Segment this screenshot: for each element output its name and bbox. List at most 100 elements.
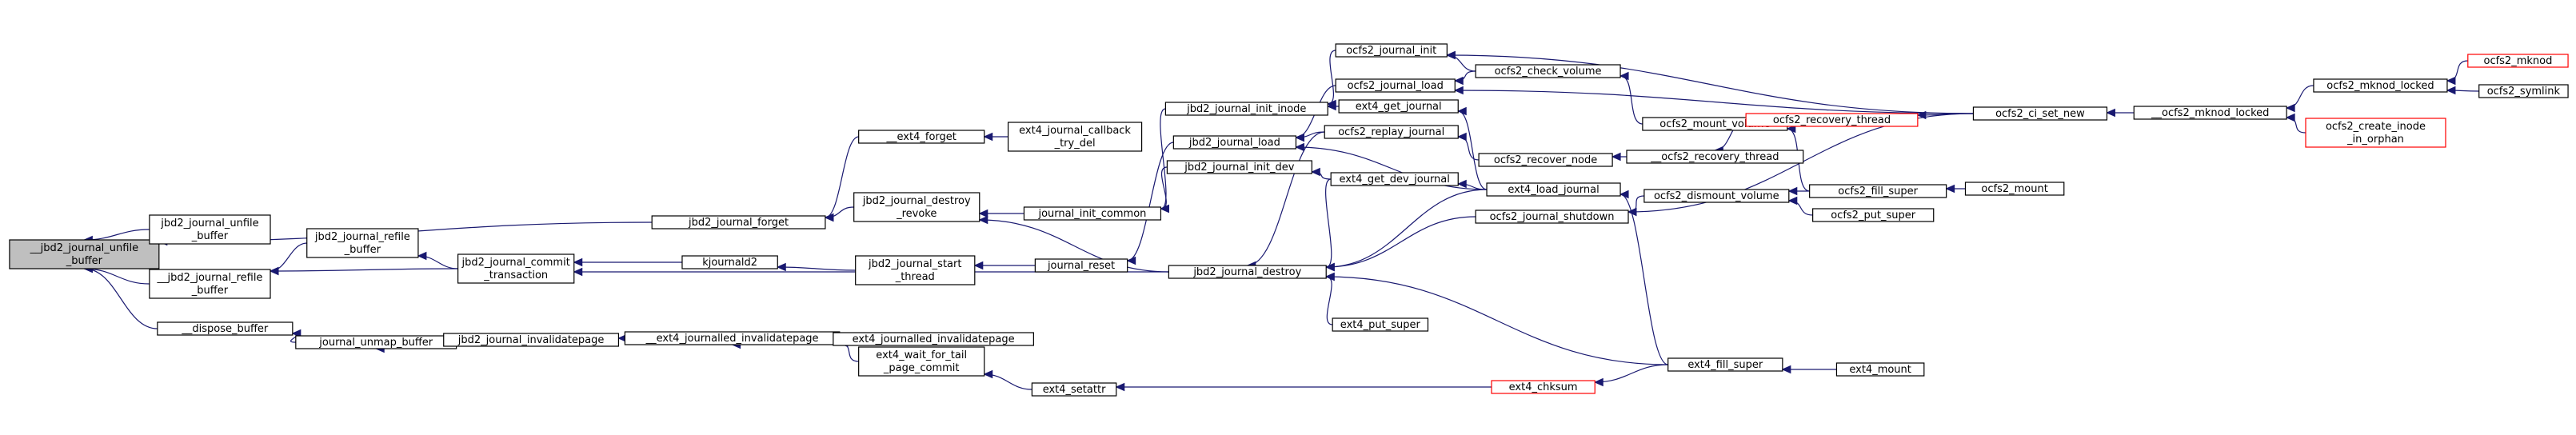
edge-commit-to-jrefile (417, 251, 458, 269)
node-dismount[interactable]: ocfs2_dismount_volume (1643, 189, 1790, 203)
node-check-vol[interactable]: ocfs2_check_volume (1475, 64, 1621, 78)
node-box (1491, 380, 1596, 394)
node-label: ocfs2_symlink (2487, 86, 2561, 98)
node-label: kjournald2 (702, 257, 757, 269)
node-ext4-jinval[interactable]: __ext4_journalled_invalidatepage (624, 331, 841, 345)
node-ext4-jinval2[interactable]: ext4_journalled_invalidatepage (833, 332, 1034, 346)
node-jrefile[interactable]: jbd2_journal_refile_buffer (306, 228, 419, 258)
call-nodes: __jbd2_journal_unfile_bufferjbd2_journal… (9, 43, 2569, 397)
node-label: ocfs2_mknod (2483, 55, 2552, 67)
node-jinit-common[interactable]: journal_init_common (1023, 206, 1162, 221)
node-box (1166, 160, 1312, 174)
edge-setattr-to-wait_tail (983, 369, 1032, 390)
node-replay[interactable]: ocfs2_replay_journal (1324, 125, 1459, 139)
edge-ocfs_jinit-to-init_inode (1326, 50, 1336, 109)
node-jload[interactable]: jbd2_journal_load (1172, 135, 1297, 150)
node-ocfs-jinit[interactable]: ocfs2_journal_init (1335, 43, 1448, 58)
node-chksum[interactable]: ext4_chksum (1491, 380, 1596, 394)
edge-check_vol-to-ocfs_jload (1454, 70, 1476, 86)
node-label: ext4_fill_super (1687, 359, 1763, 371)
node-ocfs-putsuper[interactable]: ocfs2_put_super (1812, 208, 1935, 222)
edge-dispose-to-unfile (83, 264, 158, 329)
node-mknod-locked-inner[interactable]: __ocfs2_mknod_locked (2133, 106, 2287, 120)
node-box (853, 192, 980, 222)
node-label: ext4_get_journal (1356, 101, 1442, 113)
node-ci-set-new[interactable]: ocfs2_ci_set_new (1972, 106, 2108, 121)
edge-ci_set_new-to-recov_thread (1916, 110, 1974, 120)
node-init-inode[interactable]: jbd2_journal_init_inode (1164, 102, 1328, 116)
node-ocfs-jload[interactable]: ocfs2_journal_load (1335, 78, 1456, 93)
node-getdev[interactable]: ext4_get_dev_journal (1330, 172, 1459, 186)
node-invalidatepage[interactable]: jbd2_journal_invalidatepage (443, 333, 620, 347)
node-fill-super[interactable]: ocfs2_fill_super (1809, 184, 1947, 198)
node-commit[interactable]: jbd2_journal_commit_transaction (457, 253, 575, 284)
node-box (2313, 78, 2448, 93)
node-ocfs-jshut[interactable]: ocfs2_journal_shutdown (1475, 210, 1629, 224)
node-mknod-locked[interactable]: ocfs2_mknod_locked (2313, 78, 2448, 93)
node-symlink[interactable]: ocfs2_symlink (2478, 84, 2569, 98)
node-label: _try_del (1054, 138, 1096, 150)
node-jforget[interactable]: jbd2_journal_forget (651, 215, 826, 229)
node-label: __ocfs2_mknod_locked (2151, 107, 2269, 119)
edge-ci_set_new-to-ocfs_jload (1454, 86, 1974, 114)
node-label: jbd2_journal_commit (461, 257, 570, 269)
node-ext4-loadj[interactable]: ext4_load_journal (1486, 182, 1621, 197)
node-ext4-getj[interactable]: ext4_get_journal (1338, 99, 1459, 114)
node-mknod[interactable]: ocfs2_mknod (2467, 54, 2569, 68)
node-dispose[interactable]: __dispose_buffer (157, 321, 294, 336)
node-box (1338, 99, 1459, 114)
edge-mount_vol-to-check_vol (1619, 71, 1643, 125)
node-label: ext4_setattr (1043, 384, 1106, 396)
node-recov-thread[interactable]: ocfs2_recovery_thread (1745, 113, 1919, 127)
node-ext4-mount[interactable]: ext4_mount (1835, 362, 1925, 377)
node-label: _buffer (191, 285, 229, 297)
node-label: __jbd2_journal_refile (156, 272, 262, 284)
node-box (858, 130, 985, 144)
node-label: __dispose_buffer (181, 323, 269, 335)
node-label: ocfs2_recovery_thread (1773, 114, 1891, 126)
node-box (1007, 122, 1143, 152)
node-label: ocfs2_journal_init (1346, 45, 1436, 57)
node-cb-trydel[interactable]: ext4_journal_callback_try_del (1007, 122, 1143, 152)
node-putsuper[interactable]: ext4_put_super (1332, 317, 1429, 332)
node-box (651, 215, 826, 229)
node-box (2467, 54, 2569, 68)
node-ext4forget[interactable]: __ext4_forget (858, 130, 985, 144)
edge-getdev-to-destroy (1325, 178, 1335, 272)
edge-jinit_common-to-revoke (978, 209, 1024, 218)
node-label: jbd2_journal_destroy (862, 195, 971, 207)
node-ext4-fill[interactable]: ext4_fill_super (1667, 357, 1783, 372)
node-create-orphan[interactable]: ocfs2_create_inode_in_orphan (2305, 118, 2446, 148)
node-init-dev[interactable]: jbd2_journal_init_dev (1166, 160, 1312, 174)
node-start-thread[interactable]: jbd2_journal_start_thread (855, 255, 976, 285)
node-box (1809, 184, 1947, 198)
node-jreset[interactable]: journal_reset (1034, 258, 1128, 273)
edge-mknod_locked-to-mknod_locked_inner (2285, 85, 2314, 113)
node-destroy[interactable]: jbd2_journal_destroy (1168, 265, 1327, 279)
node-box (1172, 135, 1297, 150)
edge-recover_node-to-replay (1457, 132, 1480, 161)
edge-ext4_fill-to-chksum (1594, 364, 1668, 387)
node-recov-thread-inner[interactable]: __ocfs2_recovery_thread (1626, 150, 1804, 164)
node-label: ocfs2_journal_load (1348, 80, 1444, 92)
edge-ext4_mount-to-ext4_fill (1781, 365, 1837, 374)
node-label: jbd2_journal_forget (688, 217, 789, 229)
node-box (855, 255, 976, 285)
node-recover-node[interactable]: ocfs2_recover_node (1478, 153, 1613, 167)
node-ocfs-mount[interactable]: ocfs2_mount (1964, 182, 2065, 196)
node-label: jbd2_journal_unfile (160, 218, 258, 229)
node-unfile[interactable]: __jbd2_journal_unfile_buffer (9, 239, 160, 269)
edge-fill_super-to-dismount (1787, 186, 1810, 196)
node-box (1034, 258, 1128, 273)
node-label: ocfs2_mount_volume (1659, 118, 1770, 130)
node-refile-inner[interactable]: __jbd2_journal_refile_buffer (149, 269, 271, 299)
node-setattr[interactable]: ext4_setattr (1031, 382, 1117, 397)
node-unmap[interactable]: journal_unmap_buffer (295, 335, 457, 349)
node-box (1335, 43, 1448, 58)
edge-jreset-to-start_thread (973, 261, 1036, 270)
node-jbd2-unfile[interactable]: jbd2_journal_unfile_buffer (149, 214, 271, 245)
node-kjournald[interactable]: kjournald2 (681, 255, 778, 269)
node-wait-tail[interactable]: ext4_wait_for_tail_page_commit (858, 346, 985, 377)
node-revoke[interactable]: jbd2_journal_destroy_revoke (853, 192, 980, 222)
node-label: ext4_chksum (1509, 381, 1578, 393)
